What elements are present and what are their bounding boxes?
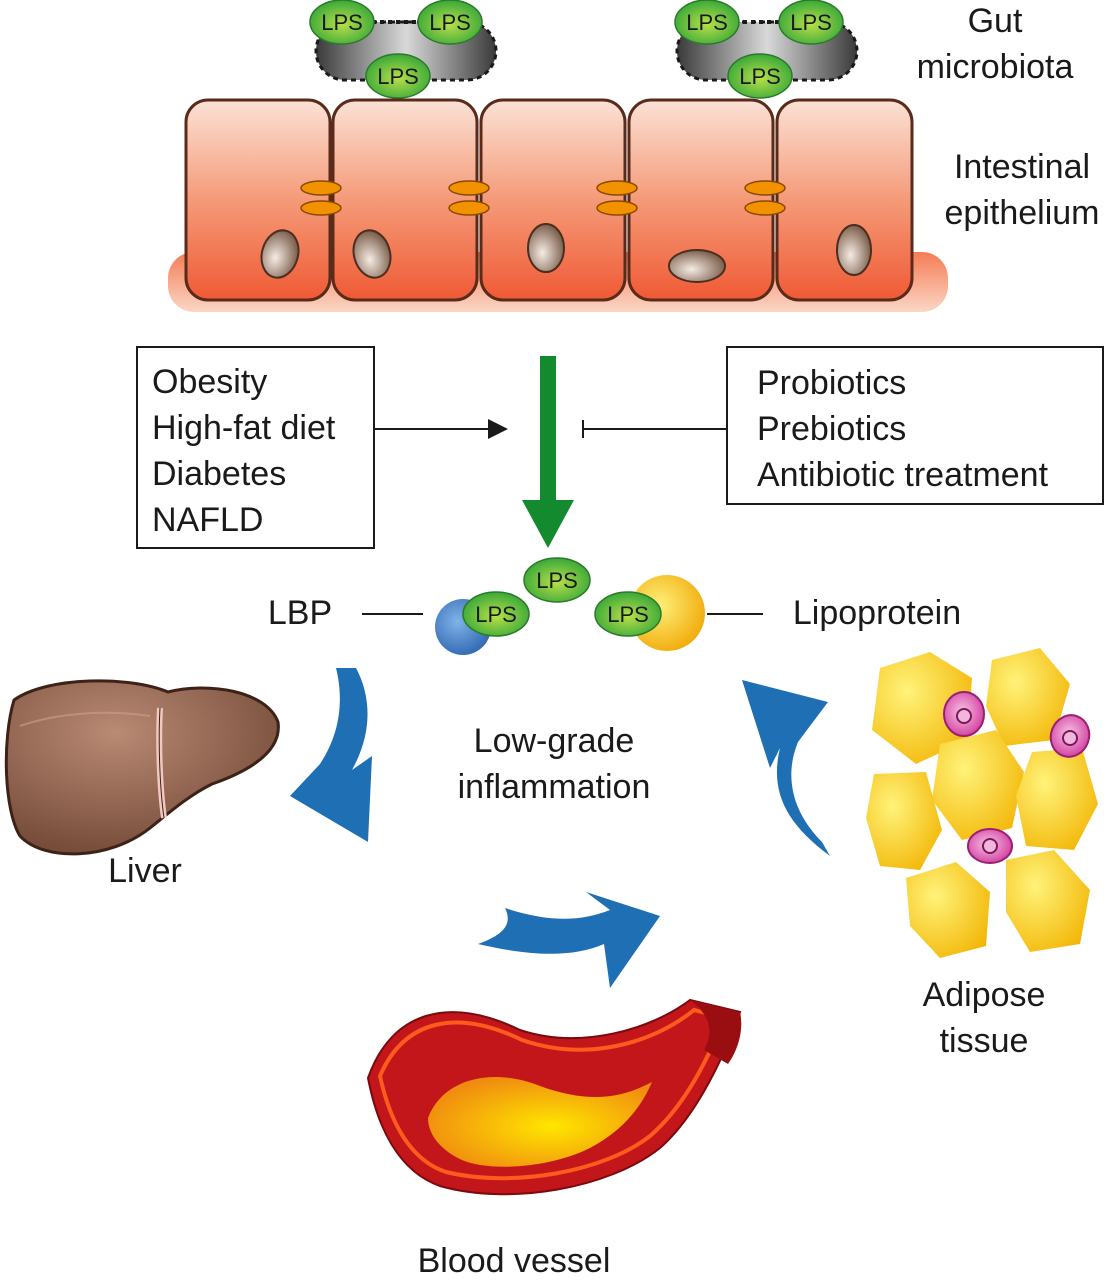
gut-microbiota-label: Gut: [968, 2, 1023, 40]
cycle-arrow-right: [742, 680, 830, 856]
lps-molecule: LPS: [462, 591, 530, 637]
lps-molecule: LPS: [674, 0, 740, 45]
epithelial-cell: [479, 98, 627, 302]
lps-molecule: LPS: [309, 0, 375, 45]
adipocyte: [872, 652, 972, 764]
blood-vessel-icon: [366, 998, 742, 1196]
risk-factor-item: High-fat diet: [152, 409, 336, 447]
protective-factor-item: Probiotics: [757, 364, 906, 402]
epithelial-cell: [184, 98, 332, 302]
adipose-tissue-label: Adipose: [923, 976, 1046, 1014]
macrophage-icon: [967, 828, 1013, 864]
protective-factor-item: Prebiotics: [757, 410, 906, 448]
risk-factor-item: Obesity: [152, 363, 267, 401]
lps-translocation-arrow: [522, 356, 574, 548]
protective-factor-item: Antibiotic treatment: [757, 456, 1049, 494]
lps-molecule: LPS: [594, 591, 662, 637]
lipoprotein-label: Lipoprotein: [793, 594, 961, 632]
adipocyte: [986, 648, 1070, 746]
epithelial-cell: [775, 98, 914, 302]
tight-junctions: [300, 180, 786, 216]
intestinal-epithelium: [168, 98, 948, 312]
lps-label: LPS: [739, 64, 781, 89]
bacterium-icon: LPS LPS LPS: [674, 0, 859, 99]
blood-vessel-label: Blood vessel: [418, 1242, 611, 1280]
adipose-tissue-icon: [866, 648, 1098, 958]
adipose-tissue-label-2: tissue: [940, 1022, 1029, 1060]
cycle-arrow-bottom: [478, 892, 660, 988]
liver-icon: [4, 679, 280, 856]
macrophage-icon: [943, 691, 985, 737]
protective-factors-box: Probiotics Prebiotics Antibiotic treatme…: [726, 346, 1104, 505]
lps-molecule: LPS: [778, 0, 844, 45]
epithelial-cell: [627, 98, 775, 302]
risk-factor-item: NAFLD: [152, 501, 263, 539]
risk-factors-box: Obesity High-fat diet Diabetes NAFLD: [136, 346, 375, 549]
intestinal-epithelium-label-2: epithelium: [945, 194, 1100, 232]
center-label: Low-grade: [474, 722, 635, 760]
bacterium-icon: LPS LPS LPS: [309, 0, 498, 99]
lps-label: LPS: [607, 602, 649, 627]
lps-label: LPS: [475, 602, 517, 627]
center-label-2: inflammation: [458, 768, 651, 806]
adipocyte: [866, 772, 942, 870]
epithelial-cell: [331, 98, 479, 302]
risk-factor-item: Diabetes: [152, 455, 286, 493]
lps-label: LPS: [429, 10, 471, 35]
lps-molecule: LPS: [417, 0, 483, 45]
adipocyte: [1006, 850, 1090, 952]
lps-molecule: LPS: [727, 53, 793, 99]
lbp-label: LBP: [268, 594, 332, 632]
lps-label: LPS: [790, 10, 832, 35]
macrophage-icon: [1049, 714, 1091, 758]
plaque-lumen: [428, 1076, 652, 1167]
lps-molecule: LPS: [523, 557, 591, 603]
intestinal-epithelium-label: Intestinal: [954, 148, 1090, 186]
gut-microbiota-label-2: microbiota: [917, 48, 1074, 86]
lps-label: LPS: [377, 64, 419, 89]
adipocyte: [932, 730, 1024, 840]
adipocyte: [1016, 748, 1098, 850]
lps-label: LPS: [321, 10, 363, 35]
lps-label: LPS: [686, 10, 728, 35]
cycle-arrow-left: [290, 668, 372, 842]
lps-label: LPS: [536, 568, 578, 593]
liver-label: Liver: [108, 852, 182, 890]
lps-molecule: LPS: [365, 53, 431, 99]
adipocyte: [906, 862, 990, 958]
